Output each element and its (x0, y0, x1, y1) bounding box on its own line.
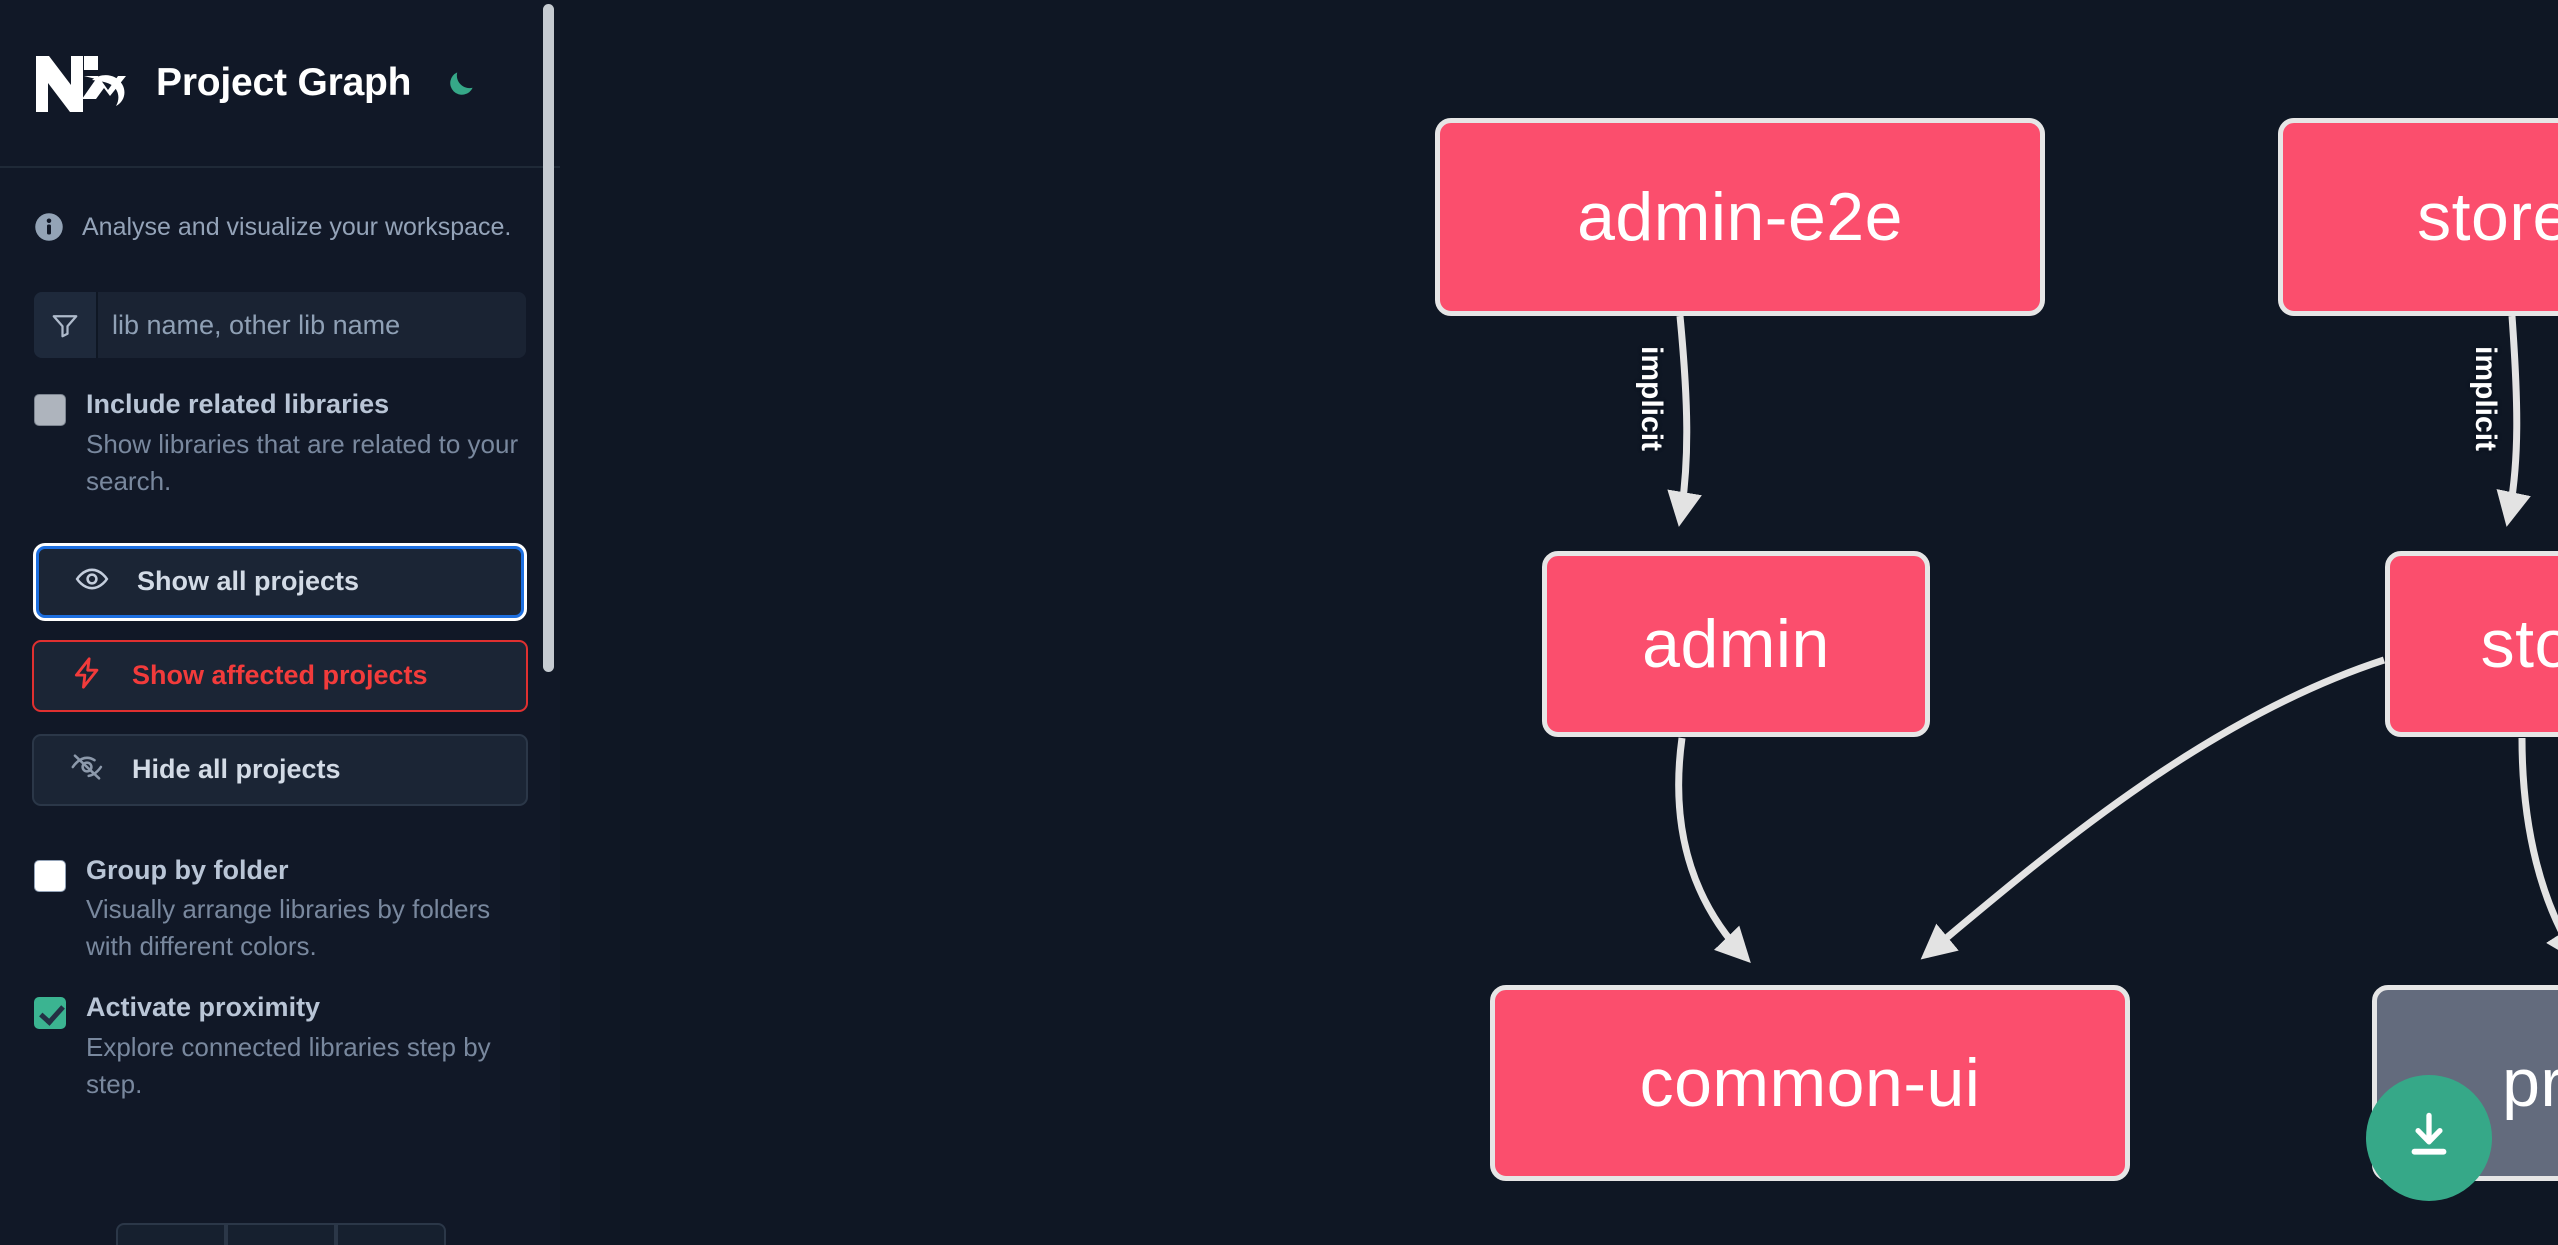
graph-canvas[interactable]: admin-e2e store-e2e admin store common-u… (560, 0, 2558, 1245)
edge-label-implicit: implicit (1635, 346, 1668, 452)
checkbox-activate-proximity-description: Explore connected libraries step by step… (86, 1031, 491, 1099)
nx-logo-icon (34, 52, 126, 114)
checkbox-activate-proximity-box[interactable] (34, 997, 66, 1030)
graph-node-label: products (2502, 1045, 2558, 1121)
lightning-bolt-icon (70, 656, 104, 695)
info-circle-icon (34, 212, 64, 242)
checkbox-group-by-folder[interactable]: Group by folder Visually arrange librari… (0, 806, 560, 966)
graph-node-label: common-ui (1639, 1045, 1981, 1121)
hide-all-projects-button[interactable]: Hide all projects (32, 733, 528, 806)
graph-node-label: store (2480, 606, 2558, 682)
proximity-step-segment[interactable] (226, 1223, 336, 1245)
checkbox-include-related-libraries-texts: Include related libraries Show libraries… (86, 388, 526, 500)
sidebar-tagline: Analyse and visualize your workspace. (0, 168, 560, 242)
show-all-projects-label: Show all projects (137, 566, 360, 597)
show-affected-projects-label: Show affected projects (132, 660, 428, 691)
search-input[interactable] (96, 292, 526, 358)
eye-off-icon (70, 750, 104, 789)
search-bar[interactable] (34, 292, 526, 358)
graph-node-common-ui[interactable]: common-ui (1490, 985, 2130, 1181)
moon-icon[interactable] (439, 60, 485, 106)
checkbox-group-by-folder-texts: Group by folder Visually arrange librari… (86, 854, 526, 966)
hide-all-projects-label: Hide all projects (132, 754, 341, 785)
sidebar-tagline-text: Analyse and visualize your workspace. (82, 213, 512, 241)
checkbox-include-related-libraries-box[interactable] (34, 394, 66, 426)
graph-node-store-e2e[interactable]: store-e2e (2278, 118, 2558, 316)
eye-icon (75, 562, 109, 601)
page-title: Project Graph (156, 61, 412, 104)
proximity-step-segment[interactable] (336, 1223, 446, 1245)
checkbox-include-related-libraries[interactable]: Include related libraries Show libraries… (0, 358, 560, 500)
download-icon (2400, 1107, 2458, 1170)
project-visibility-buttons: Show all projects Show affected projects (32, 545, 528, 806)
graph-node-admin-e2e[interactable]: admin-e2e (1435, 118, 2045, 316)
checkbox-activate-proximity-texts: Activate proximity Explore connected lib… (86, 991, 526, 1103)
graph-node-admin[interactable]: admin (1542, 551, 1930, 737)
checkbox-include-related-libraries-label: Include related libraries (86, 389, 390, 419)
edge-label-implicit: implicit (2469, 346, 2502, 452)
checkbox-group-by-folder-label: Group by folder (86, 854, 289, 885)
sidebar-header: Project Graph (0, 0, 560, 168)
checkbox-include-related-libraries-description: Show libraries that are related to your … (86, 428, 519, 496)
graph-node-label: store-e2e (2417, 179, 2558, 255)
show-affected-projects-button[interactable]: Show affected projects (32, 639, 528, 712)
filter-funnel-icon (34, 292, 96, 358)
checkbox-activate-proximity-label: Activate proximity (86, 992, 321, 1023)
graph-node-label: admin (1642, 606, 1830, 682)
graph-node-store[interactable]: store (2385, 551, 2558, 737)
proximity-step-segment[interactable] (116, 1223, 226, 1245)
sidebar: Project Graph Analyse and visualize your… (0, 0, 560, 1245)
proximity-step-segmented-control[interactable] (116, 1223, 446, 1245)
download-image-button[interactable] (2366, 1075, 2492, 1201)
sidebar-scrollbar[interactable] (543, 4, 554, 672)
checkbox-group-by-folder-box[interactable] (34, 859, 66, 892)
show-all-projects-button[interactable]: Show all projects (36, 545, 524, 618)
checkbox-group-by-folder-description: Visually arrange libraries by folders wi… (86, 894, 491, 962)
checkbox-activate-proximity[interactable]: Activate proximity Explore connected lib… (0, 965, 560, 1103)
graph-node-label: admin-e2e (1577, 179, 1903, 255)
